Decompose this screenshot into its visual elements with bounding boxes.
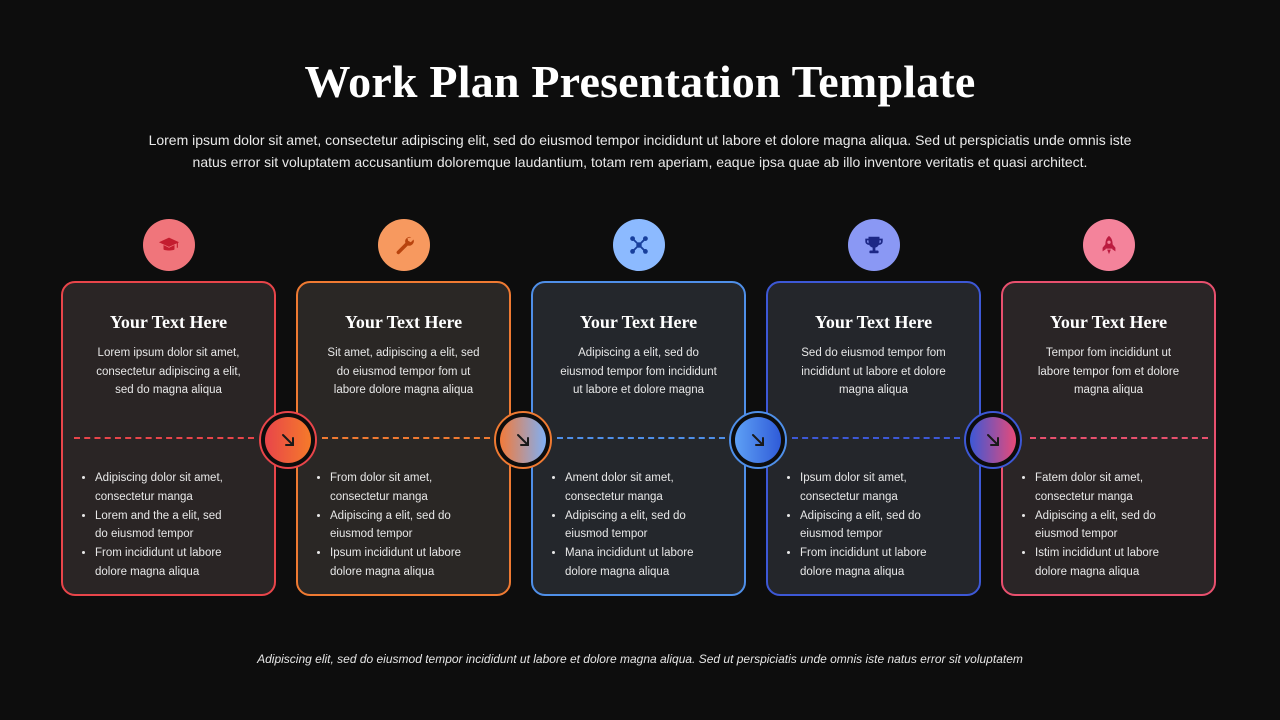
bullet-line: From incididunt ut labore — [95, 547, 222, 560]
bullet-line: From incididunt ut labore — [800, 547, 927, 560]
card-description-line: Tempor fom incididunt ut — [1045, 347, 1172, 359]
connector-1 — [259, 411, 317, 469]
subtitle-line: Lorem ipsum dolor sit amet, consectetur … — [148, 132, 1132, 148]
rocket-icon — [1083, 219, 1135, 271]
arrow-down-right-icon — [735, 417, 781, 463]
card-description-line: magna aliqua — [838, 384, 909, 396]
dashed-divider — [557, 437, 725, 439]
bullet-line: dolore magna aliqua — [565, 565, 670, 578]
card-heading: Your Text Here — [579, 312, 698, 332]
dashed-divider — [792, 437, 960, 439]
bullet-line: Mana incididunt ut labore — [565, 547, 694, 560]
bullet-line: eiusmod tempor — [800, 528, 883, 541]
bullet-line: Ipsum dolor sit amet, — [800, 472, 907, 484]
card-heading: Your Text Here — [344, 312, 463, 332]
subtitle: Lorem ipsum dolor sit amet, consectetur … — [100, 129, 1180, 173]
card-description-line: consectetur adipiscing a elit, — [96, 365, 241, 378]
bullet-line: dolore magna aliqua — [1035, 565, 1140, 578]
network-icon — [613, 219, 665, 271]
bullet-line: Adipiscing a elit, sed do — [1035, 509, 1156, 522]
bullet-line: eiusmod tempor — [330, 528, 413, 541]
bullet-item: Ament dolor sit amet, consectetur manga — [565, 469, 734, 507]
card-bullet-list: From dolor sit amet, consectetur manga Ad… — [312, 469, 499, 582]
bullet-item: Istim incididunt ut labore dolore magna a… — [1035, 544, 1204, 582]
card-description: Sed do eiusmod tempor fom incididunt ut … — [792, 344, 955, 400]
bullet-line: From dolor sit amet, — [330, 472, 433, 484]
bullet-line: consectetur manga — [1035, 490, 1133, 503]
card-description: Sit amet, adipiscing a elit, sed do eius… — [322, 344, 485, 400]
card-description: Lorem ipsum dolor sit amet, consectetur … — [87, 344, 250, 400]
arrow-down-right-icon — [265, 417, 311, 463]
dashed-divider — [322, 437, 490, 439]
bullet-item: From incididunt ut labore dolore magna al… — [95, 544, 264, 582]
card-description-line: eiusmod tempor fom incididunt — [560, 365, 717, 378]
bullet-line: Fatem dolor sit amet, — [1035, 472, 1144, 484]
card-bullet-list: Fatem dolor sit amet, consectetur manga A… — [1017, 469, 1204, 582]
trophy-icon — [848, 219, 900, 271]
bullet-item: Adipiscing a elit, sed do eiusmod tempor — [330, 507, 499, 545]
connector-2 — [494, 411, 552, 469]
bullet-item: Adipiscing a elit, sed do eiusmod tempor — [800, 507, 969, 545]
graduation-cap-icon — [143, 219, 195, 271]
bullet-item: Mana incididunt ut labore dolore magna al… — [565, 544, 734, 582]
bullet-line: consectetur manga — [330, 490, 428, 503]
card-description: Adipiscing a elit, sed do eiusmod tempor… — [557, 344, 720, 400]
bullet-item: From incididunt ut labore dolore magna al… — [800, 544, 969, 582]
bullet-item: Adipiscing dolor sit amet, consectetur ma… — [95, 469, 264, 507]
connector-4 — [964, 411, 1022, 469]
bullet-line: dolore magna aliqua — [330, 565, 435, 578]
card-bullet-list: Ipsum dolor sit amet, consectetur manga A… — [782, 469, 969, 582]
subtitle-line: natus error sit voluptatem accusantium d… — [192, 154, 1088, 170]
bullet-line: dolore magna aliqua — [95, 565, 200, 578]
bullet-item: Adipiscing a elit, sed do eiusmod tempor — [1035, 507, 1204, 545]
bullet-item: Adipiscing a elit, sed do eiusmod tempor — [565, 507, 734, 545]
card-description-line: Adipiscing a elit, sed do — [578, 347, 699, 359]
arrow-down-right-icon — [970, 417, 1016, 463]
card-description-line: incididunt ut labore et dolore — [801, 365, 946, 378]
wrench-icon — [378, 219, 430, 271]
bullet-line: consectetur manga — [95, 490, 193, 503]
card-description-line: Sed do eiusmod tempor fom — [801, 347, 946, 359]
page-title: Work Plan Presentation Template — [304, 56, 976, 107]
card-description-line: sed do magna aliqua — [115, 384, 222, 396]
bullet-line: Istim incididunt ut labore — [1035, 547, 1160, 560]
bullet-line: eiusmod tempor — [1035, 528, 1118, 541]
bullet-line: Adipiscing a elit, sed do — [800, 509, 921, 522]
bullet-item: Ipsum incididunt ut labore dolore magna a… — [330, 544, 499, 582]
bullet-item: Ipsum dolor sit amet, consectetur manga — [800, 469, 969, 507]
bullet-item: Fatem dolor sit amet, consectetur manga — [1035, 469, 1204, 507]
bullet-line: dolore magna aliqua — [800, 565, 905, 578]
bullet-line: Adipiscing dolor sit amet, — [95, 472, 223, 484]
card-heading: Your Text Here — [109, 312, 228, 332]
bullet-line: Ament dolor sit amet, — [565, 472, 674, 484]
dashed-divider — [1030, 437, 1208, 439]
card-heading: Your Text Here — [814, 312, 933, 332]
card-description-line: Lorem ipsum dolor sit amet, — [97, 347, 240, 359]
card-description-line: labore tempor fom et dolore — [1037, 365, 1180, 378]
card-description: Tempor fom incididunt ut labore tempor f… — [1027, 344, 1190, 400]
bullet-item: Lorem and the a elit, sed do eiusmod temp… — [95, 507, 264, 545]
card-description-line: do eiusmod tempor fom ut — [336, 365, 471, 378]
card-description-line: Sit amet, adipiscing a elit, sed — [327, 347, 480, 359]
arrow-down-right-icon — [500, 417, 546, 463]
connector-3 — [729, 411, 787, 469]
footer-text: Adipiscing elit, sed do eiusmod tempor i… — [257, 652, 1023, 666]
bullet-line: consectetur manga — [565, 490, 663, 503]
card-bullet-list: Ament dolor sit amet, consectetur manga A… — [547, 469, 734, 582]
bullet-line: consectetur manga — [800, 490, 898, 503]
bullet-line: Adipiscing a elit, sed do — [565, 509, 686, 522]
bullet-item: From dolor sit amet, consectetur manga — [330, 469, 499, 507]
card-description-line: ut labore et dolore magna — [572, 384, 705, 396]
bullet-line: Adipiscing a elit, sed do — [330, 509, 451, 522]
card-description-line: magna aliqua — [1073, 384, 1144, 396]
card-bullet-list: Adipiscing dolor sit amet, consectetur ma… — [77, 469, 264, 582]
bullet-line: do eiusmod tempor — [95, 528, 194, 541]
card-heading: Your Text Here — [1049, 312, 1168, 332]
bullet-line: Ipsum incididunt ut labore — [330, 547, 462, 560]
card-description-line: labore dolore magna aliqua — [333, 384, 474, 396]
bullet-line: Lorem and the a elit, sed — [95, 509, 222, 522]
dashed-divider — [74, 437, 254, 439]
bullet-line: eiusmod tempor — [565, 528, 648, 541]
